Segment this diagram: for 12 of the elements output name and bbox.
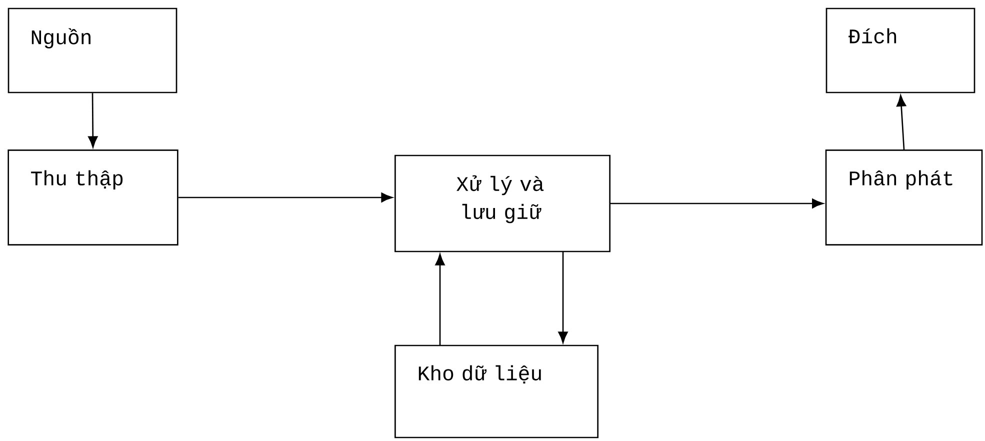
arrow <box>896 95 906 150</box>
arrow <box>558 252 568 344</box>
process-box: Nguồn <box>8 8 178 94</box>
process-box: Kho dữ liệu <box>394 344 598 438</box>
arrow <box>610 198 824 208</box>
process-box: Phân phát <box>825 150 983 246</box>
arrow <box>178 192 393 202</box>
arrow <box>88 93 98 148</box>
process-box: Xử lý và lưu giữ <box>394 154 610 252</box>
process-box: Đích <box>826 8 976 94</box>
process-box: Thu thập <box>8 150 178 246</box>
arrow <box>435 254 445 345</box>
